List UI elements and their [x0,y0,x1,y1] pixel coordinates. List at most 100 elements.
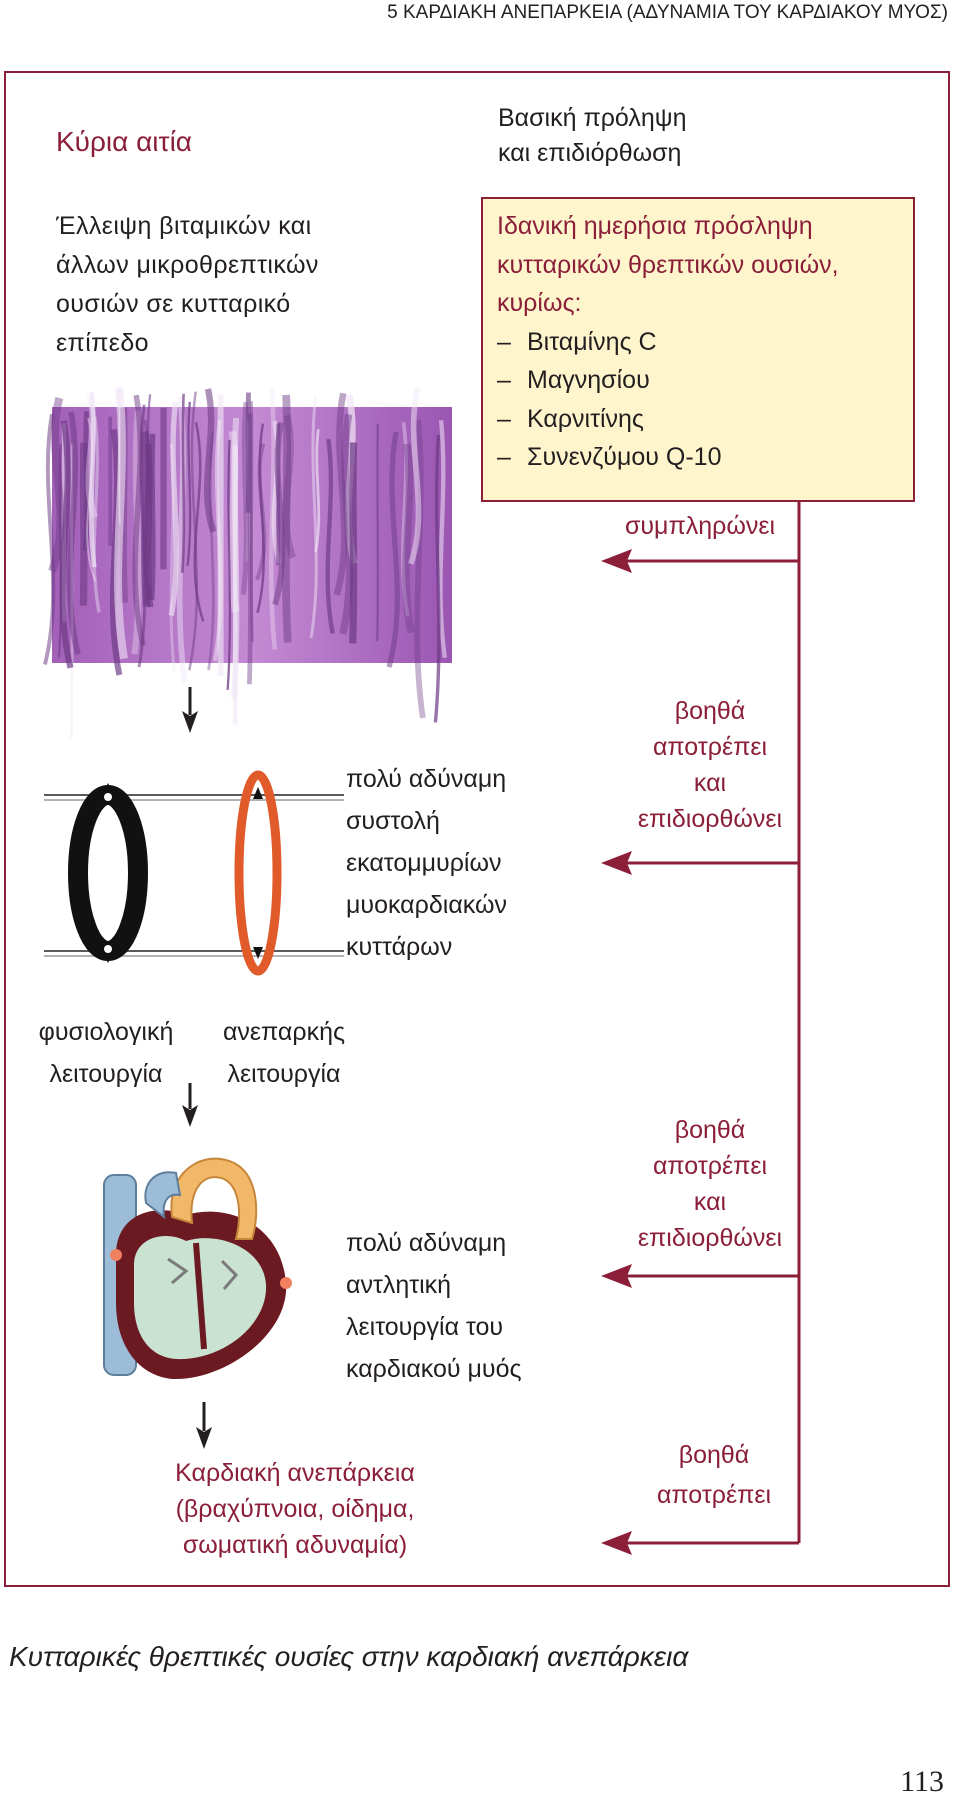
outcome-line: Καρδιακή ανεπάρκεια [175,1459,415,1487]
figure-caption: Κυτταρικές θρεπτικές ουσίες στην καρδιακ… [9,1641,689,1672]
pumping-text: πολύ αδύναμη αντλητική λειτουργία του κα… [346,1222,522,1390]
tissue-fiber [408,387,422,565]
tissue-fiber [414,419,426,719]
tissue-fiber [85,394,99,519]
tissue-fiber [255,443,267,581]
tissue-fiber [109,429,123,676]
nutrient-item: –Μαγνησίου [497,361,839,400]
tissue-fiber [240,401,249,595]
tissue-fiber [401,422,410,617]
heart-image [103,1157,292,1380]
tissue-fiber [333,392,348,596]
tissue-fiber [249,401,254,643]
septum [193,1242,207,1350]
tissue-fiber [114,386,129,660]
pumping-line: λειτουργία του [346,1313,504,1341]
diagram-frame [4,71,950,1587]
main-cause-title: Κύρια αιτία [56,126,192,157]
tissue-fiber [131,410,142,655]
arrow-label-helps-repairs: βοηθά αποτρέπει και επιδιορθώνει [610,693,810,837]
nutrient-name: Μαγνησίου [527,366,650,394]
dash: – [497,327,511,356]
normal-function-line: λειτουργία [49,1060,163,1088]
arrow-label-line: επιδιορθώνει [637,805,783,833]
tissue-fiber [349,442,358,644]
prevention-box-text: Ιδανική ημερήσια πρόσληψη κυτταρικών θρε… [497,207,839,477]
tissue-fiber [309,396,318,639]
tissue-fiber [181,393,186,573]
tissue-fiber [314,429,321,553]
prevention-title-line: και επιδιόρθωση [498,139,682,167]
down-arrow-icon [196,1402,212,1449]
insufficient-function-line: λειτουργία [227,1060,341,1088]
tissue-fiber [282,414,297,559]
tissue-fiber [325,438,335,635]
tissue-fiber [48,396,65,573]
valve [167,1257,189,1285]
outcome-line: (βραχύπνοια, οίδημα, [175,1495,415,1523]
cell-contraction-image [44,770,344,976]
arrow-label-line: βοηθά [674,1116,746,1144]
tissue-fiber [230,417,240,699]
dash: – [497,443,511,471]
arrow-label-helps-prevents: βοηθά αποτρέπει [614,1435,814,1515]
main-cause-line: ουσιών σε κυτταρικό [56,290,291,318]
tissue-fiber [57,444,62,658]
tissue-fiber [132,394,146,647]
insufficient-cell-icon [234,770,282,976]
tissue-fiber [168,401,179,616]
normal-function-label: φυσιολογική λειτουργία [16,1011,196,1095]
main-cause-text: Έλλειψη βιταμικών και άλλων μικροθρεπτικ… [56,207,319,363]
outcome-line: σωματική αδυναμία) [182,1531,408,1559]
contraction-line: εκατομμυρίων [346,849,502,877]
tissue-fiber [169,443,176,672]
tissue-image [43,386,452,738]
tissue-fiber [89,392,97,568]
nutrient-item: –Καρνιτίνης [497,400,839,439]
chapter-header: 5 ΚΑΡΔΙΑΚΗ ΑΝΕΠΑΡΚΕΙΑ (ΑΔΥΝΑΜΙΑ ΤΟΥ ΚΑΡΔ… [387,2,948,23]
tissue-fiber [402,443,416,634]
dash: – [497,404,511,433]
pumping-line: καρδιακού μυός [346,1355,522,1383]
tissue-fiber [376,423,380,642]
normal-function-line: φυσιολογική [38,1018,174,1046]
dash: – [497,366,511,394]
heart-failure-outcome: Καρδιακή ανεπάρκεια (βραχύπνοια, οίδημα,… [150,1455,440,1563]
contraction-text: πολύ αδύναμη συστολή εκατομμυρίων μυοκαρ… [346,758,507,968]
tissue-fiber [59,420,74,669]
nutrient-name: Βιταμίνης C [527,327,657,356]
tissue-fiber [82,411,90,552]
arrow-label-supplements: συμπληρώνει [624,512,776,540]
normal-cell-icon [68,785,148,961]
tissue-fiber [203,388,217,533]
prevention-title-line: Βασική πρόληψη [498,104,687,132]
nutrient-item: –Συνενζύμου Q-10 [497,438,839,477]
pumping-line: πολύ αδύναμη [346,1229,507,1257]
arrow-label-line: αποτρέπει [652,1152,768,1180]
contraction-line: πολύ αδύναμη [346,765,507,793]
left-arrow-icon [601,851,799,875]
down-arrow-icon [182,1083,198,1127]
tissue-fiber [92,416,101,613]
insufficient-function-label: ανεπαρκής λειτουργία [204,1011,364,1095]
nutrient-name: Συνενζύμου Q-10 [527,443,722,471]
arrow-label-line: και [693,1188,727,1216]
insufficient-function-line: ανεπαρκής [222,1018,346,1046]
tissue-fiber [438,420,447,659]
tissue-fiber [144,443,154,608]
pumping-line: αντλητική [346,1271,452,1299]
arrow-label-line: και [693,769,727,797]
arrow-label-line: επιδιορθώνει [637,1224,783,1252]
tissue-fiber [386,431,400,668]
tissue-fiber [193,421,205,622]
prevention-intro-line: κυτταρικών θρεπτικών ουσιών, [497,250,839,279]
page-number: 113 [900,1765,944,1798]
tissue-fiber [188,391,199,671]
tissue-fiber [339,413,354,635]
aorta [170,1157,258,1240]
left-arrow-icon [601,1531,799,1555]
main-cause-line: άλλων μικροθρεπτικών [56,251,319,279]
pulmonary-artery [144,1171,182,1220]
prevention-intro-line: Ιδανική ημερήσια πρόσληψη [497,212,813,240]
nutrient-name: Καρνιτίνης [527,404,644,433]
